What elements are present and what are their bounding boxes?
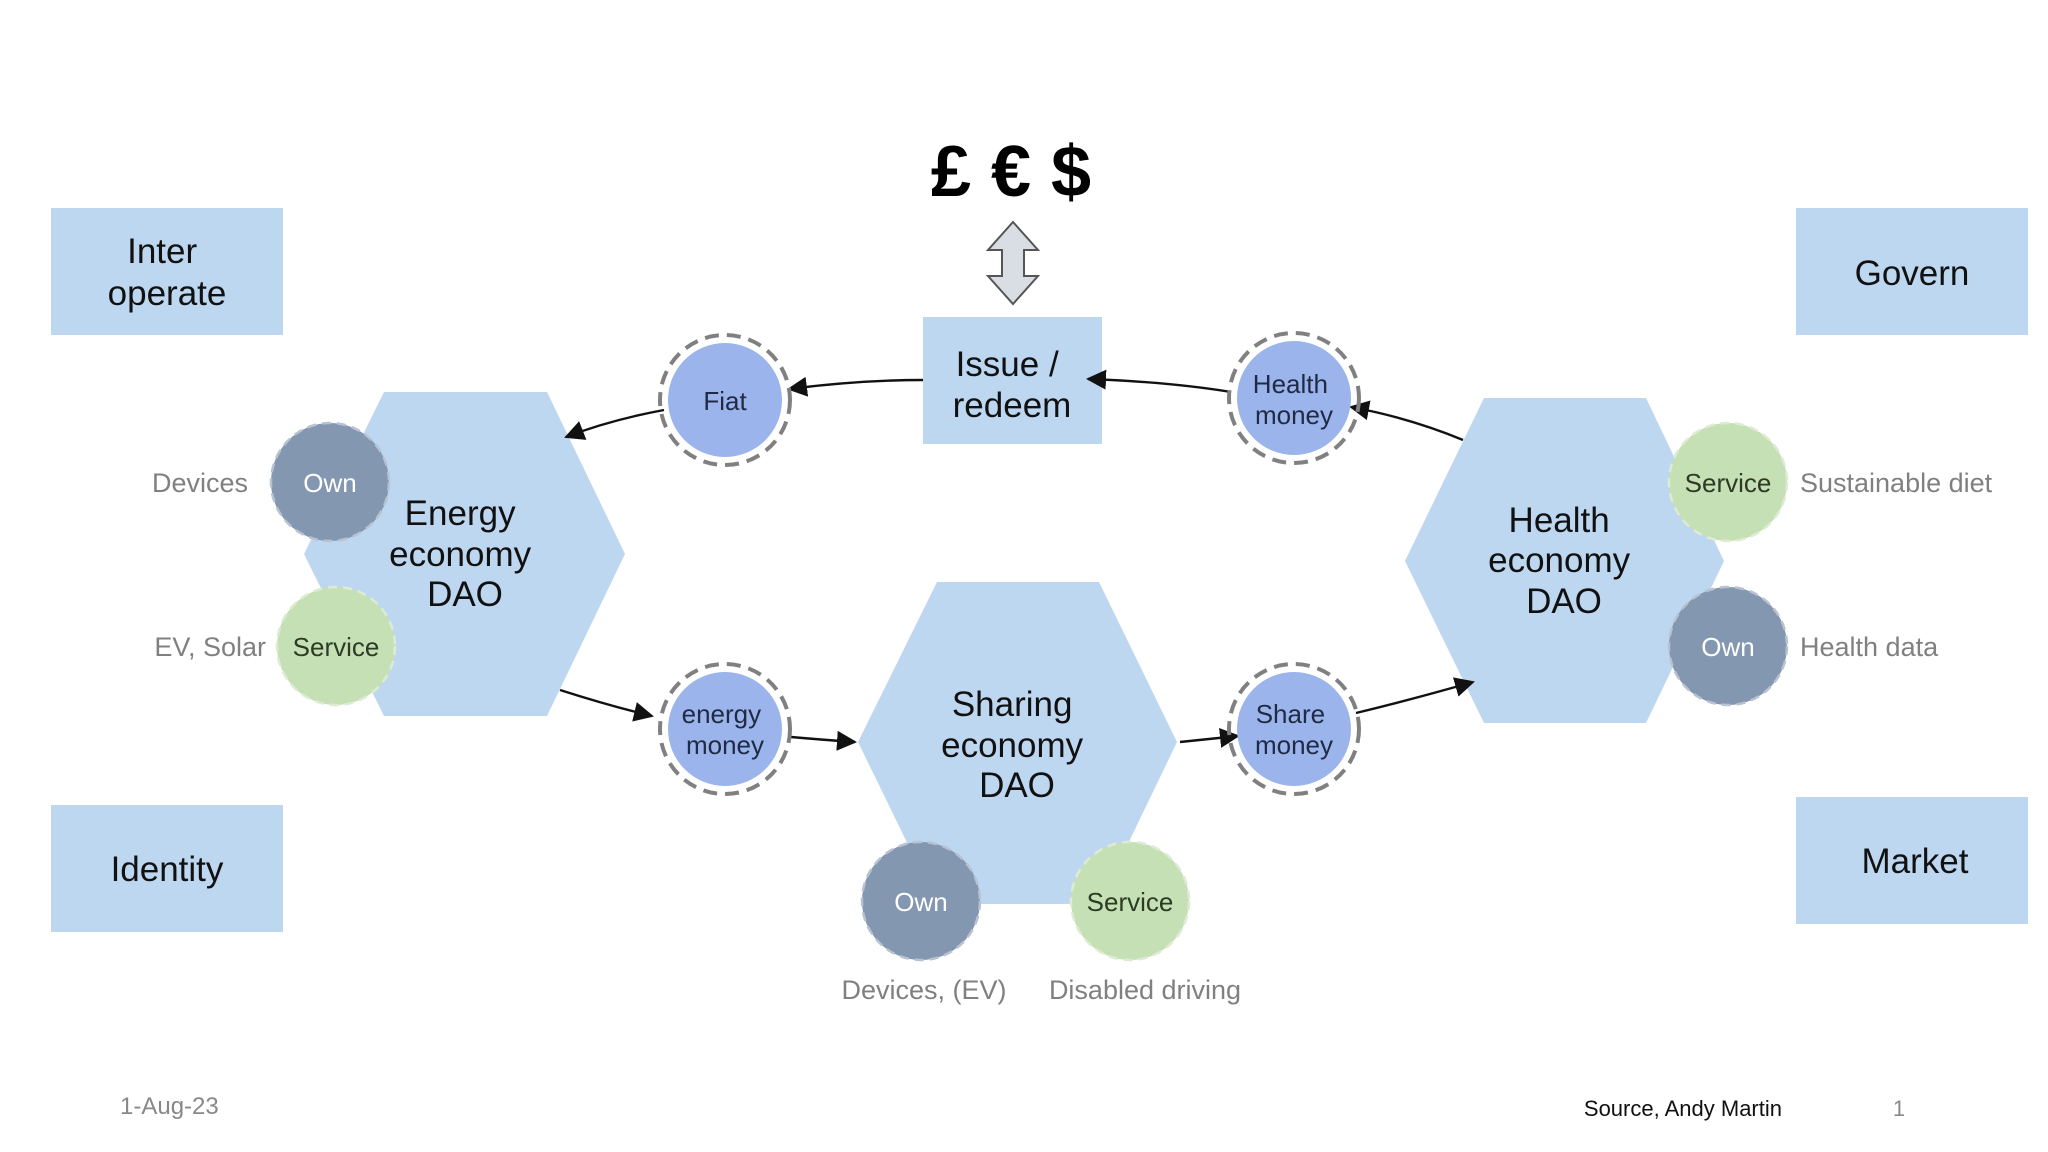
- devices-label: Devices: [152, 468, 248, 498]
- sharing-service-label: Service: [1087, 887, 1174, 917]
- market-box: Market: [1796, 797, 2028, 924]
- market-label: Market: [1862, 842, 1969, 881]
- energy-own-badge: Own: [269, 421, 391, 543]
- identity-label: Identity: [111, 850, 224, 889]
- svg-text:energy money: energy money: [682, 699, 769, 760]
- interoperate-label-line1: Inter: [127, 232, 197, 271]
- energy-service-label: Service: [293, 632, 380, 662]
- sharing-own-label: Own: [894, 887, 947, 917]
- disabled-driving-label: Disabled driving: [1049, 975, 1241, 1005]
- fiat-token: Fiat: [658, 333, 792, 467]
- arrow-health-to-healthmoney: [1349, 400, 1464, 442]
- health-economy-dao-hexagon: Health economy DAO: [1405, 398, 1724, 723]
- svg-text:Energy economy DAO: Energy economy DAO: [389, 494, 541, 614]
- interoperate-label-line2: operate: [108, 274, 227, 313]
- energy-dao-line3: DAO: [427, 575, 503, 614]
- issue-redeem-line2: redeem: [953, 386, 1072, 425]
- sharing-dao-line2: economy: [941, 726, 1084, 765]
- devices-ev-label: Devices, (EV): [841, 975, 1006, 1005]
- issue-redeem-box: Issue / redeem: [923, 317, 1102, 444]
- ev-solar-label: EV, Solar: [154, 632, 266, 662]
- svg-text:Health money: Health money: [1253, 369, 1335, 430]
- svg-text:Sharing economy DA: Sharing economy DAO: [941, 685, 1093, 805]
- svg-text:Share money: Share money: [1255, 699, 1333, 760]
- sharing-economy-dao-hexagon: Sharing economy DAO: [858, 582, 1177, 904]
- energy-service-badge: Service: [275, 585, 397, 707]
- svg-text:Issue / redeem: Issue / redeem: [953, 345, 1072, 425]
- footer-date: 1-Aug-23: [120, 1093, 219, 1120]
- interoperate-box: Inter operate: [51, 208, 283, 335]
- govern-label: Govern: [1855, 254, 1970, 293]
- energy-money-line1: energy: [682, 699, 762, 729]
- issue-redeem-line1: Issue /: [956, 345, 1059, 384]
- arrow-fiat-to-energy: [564, 408, 665, 440]
- health-own-label: Own: [1701, 632, 1754, 662]
- energy-dao-line2: economy: [389, 535, 532, 574]
- svg-text:Health economy DAO: Health economy DAO: [1488, 501, 1640, 621]
- svg-text:Inter operate: Inter operate: [108, 232, 227, 313]
- health-service-label: Service: [1685, 468, 1772, 498]
- sharing-dao-line3: DAO: [979, 766, 1055, 805]
- currency-symbols: £ € $: [931, 132, 1091, 212]
- health-money-line2: money: [1255, 400, 1333, 430]
- health-dao-line3: DAO: [1526, 582, 1602, 621]
- footer-page-number: 1: [1893, 1096, 1905, 1121]
- sharing-service-badge: Service: [1069, 840, 1191, 962]
- share-money-line1: Share: [1256, 699, 1325, 729]
- double-arrow-icon: [985, 220, 1041, 306]
- sharing-own-badge: Own: [860, 840, 982, 962]
- health-own-badge: Own: [1667, 585, 1789, 707]
- arrow-sharemoney-to-health: [1355, 677, 1475, 715]
- arrow-issue-to-fiat: [787, 376, 924, 397]
- sustainable-diet-label: Sustainable diet: [1800, 468, 1993, 498]
- share-money-token: Share money: [1227, 662, 1361, 796]
- footer-source: Source, Andy Martin: [1584, 1096, 1782, 1121]
- arrow-energy-to-energymoney: [559, 688, 654, 722]
- energy-own-label: Own: [303, 468, 356, 498]
- arrow-energymoney-to-sharing: [790, 730, 857, 751]
- fiat-label: Fiat: [703, 386, 747, 416]
- health-dao-line2: economy: [1488, 541, 1631, 580]
- sharing-dao-line1: Sharing: [952, 685, 1073, 724]
- arrow-healthmoney-to-issue: [1086, 369, 1232, 394]
- energy-money-line2: money: [686, 730, 764, 760]
- share-money-line2: money: [1255, 730, 1333, 760]
- health-money-line1: Health: [1253, 369, 1328, 399]
- energy-dao-line1: Energy: [405, 494, 516, 533]
- health-dao-line1: Health: [1509, 501, 1610, 540]
- health-money-token: Health money: [1227, 331, 1361, 465]
- energy-money-token: energy money: [658, 662, 792, 796]
- govern-box: Govern: [1796, 208, 2028, 335]
- identity-box: Identity: [51, 805, 283, 932]
- health-service-badge: Service: [1667, 421, 1789, 543]
- health-data-label: Health data: [1800, 632, 1939, 662]
- arrow-sharing-to-sharemoney: [1179, 727, 1240, 748]
